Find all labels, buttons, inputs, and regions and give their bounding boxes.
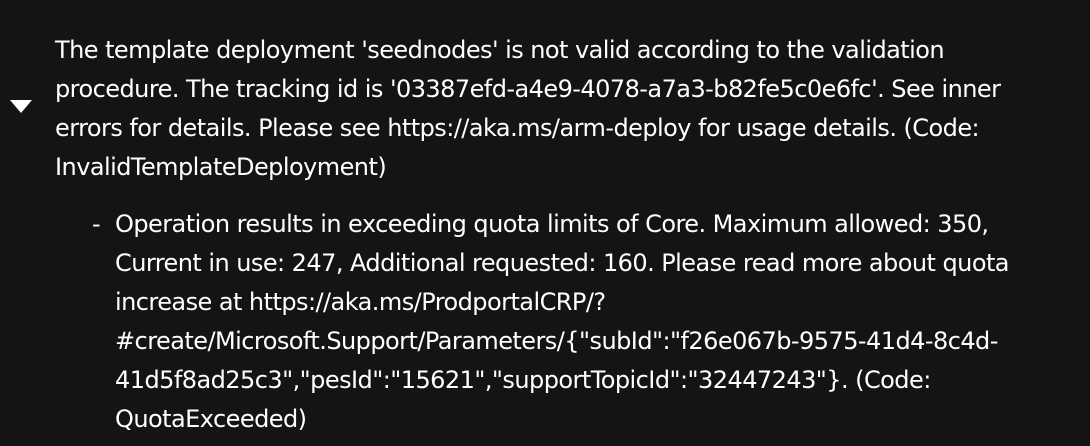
- inner-error-item: - Operation results in exceeding quota l…: [92, 205, 1077, 439]
- error-message-line: The template deployment 'seednodes' is n…: [55, 36, 945, 64]
- caret-down-icon: [10, 100, 32, 113]
- error-message: The template deployment 'seednodes' is n…: [55, 31, 1070, 187]
- inner-error-message: Operation results in exceeding quota lim…: [115, 205, 1077, 439]
- inner-error-line: 41d5f8ad25c3","pesId":"15621","supportTo…: [115, 366, 931, 394]
- inner-errors-list: - Operation results in exceeding quota l…: [92, 205, 1077, 439]
- inner-error-line: Current in use: 247, Additional requeste…: [115, 249, 1010, 277]
- error-message-line: procedure. The tracking id is '03387efd-…: [55, 75, 1001, 103]
- inner-error-line: Operation results in exceeding quota lim…: [115, 210, 989, 238]
- list-bullet: -: [92, 210, 101, 238]
- error-message-line: InvalidTemplateDeployment): [55, 153, 387, 181]
- inner-error-line: QuotaExceeded): [115, 405, 307, 433]
- inner-error-line: increase at https://aka.ms/ProdportalCRP…: [115, 288, 606, 316]
- error-message-line: errors for details. Please see https://a…: [55, 114, 980, 142]
- inner-error-line: #create/Microsoft.Support/Parameters/{"s…: [115, 327, 998, 355]
- expand-collapse-toggle[interactable]: [8, 96, 36, 116]
